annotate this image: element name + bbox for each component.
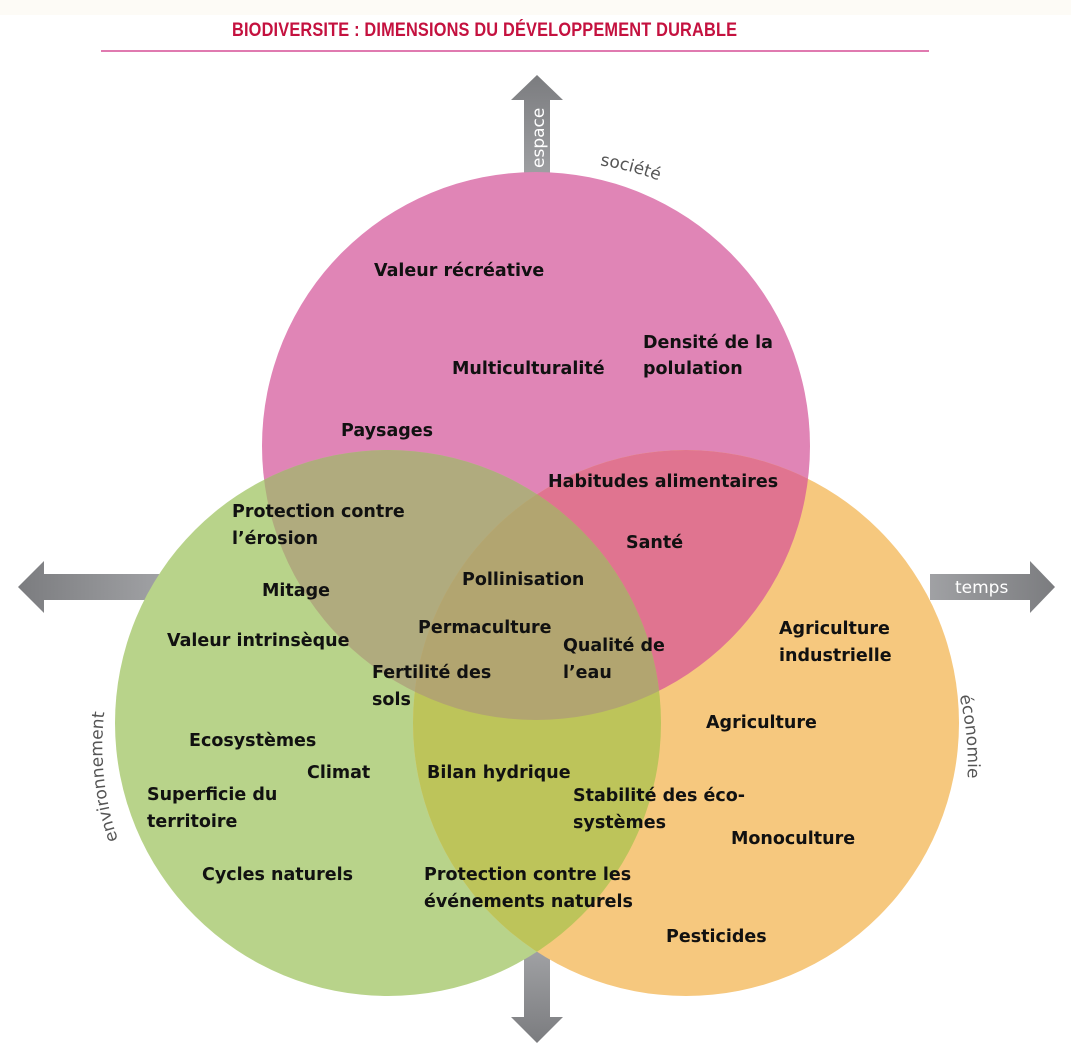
arrow-right-icon: [930, 561, 1055, 613]
label-multiculturalite: Multiculturalité: [452, 359, 605, 379]
label-ecosystemes: Ecosystèmes: [189, 731, 316, 751]
label-agriculture: Agriculture: [706, 713, 817, 733]
label-sante: Santé: [626, 533, 683, 553]
region-all-three: [413, 450, 661, 720]
label-paysages: Paysages: [341, 421, 433, 441]
arrow-down-icon: [511, 950, 563, 1043]
arrow-left: [18, 561, 160, 613]
label-cycles-naturels: Cycles naturels: [202, 865, 353, 885]
label-stabilite-ecosystemes: Stabilité des éco-systèmes: [573, 786, 745, 833]
arrow-up-icon: [511, 75, 563, 180]
arrow-left-icon: [18, 561, 160, 613]
label-monoculture: Monoculture: [731, 829, 855, 849]
label-habitudes-alimentaires: Habitudes alimentaires: [548, 472, 778, 492]
label-climat: Climat: [307, 763, 370, 783]
label-valeur-recreative: Valeur récréative: [374, 261, 544, 281]
dimension-label-economy: économie: [955, 692, 983, 778]
arrow-right-temps: temps: [930, 561, 1055, 613]
label-bilan-hydrique: Bilan hydrique: [427, 763, 571, 783]
page-title: BIODIVERSITE : DIMENSIONS DU DÉVELOPPEME…: [232, 20, 738, 41]
top-band: [0, 0, 1071, 15]
label-pollinisation: Pollinisation: [462, 570, 584, 590]
dimension-label-society: société: [599, 150, 664, 185]
label-mitage: Mitage: [262, 581, 330, 601]
label-valeur-intrinseque: Valeur intrinsèque: [167, 631, 350, 651]
arrow-label-espace: espace: [529, 108, 549, 168]
label-permaculture: Permaculture: [418, 618, 552, 638]
arrow-down: [511, 950, 563, 1043]
label-pesticides: Pesticides: [666, 927, 767, 947]
arrow-up-espace: espace: [511, 75, 563, 180]
arrow-label-temps: temps: [955, 578, 1008, 598]
title-divider: [101, 50, 929, 52]
